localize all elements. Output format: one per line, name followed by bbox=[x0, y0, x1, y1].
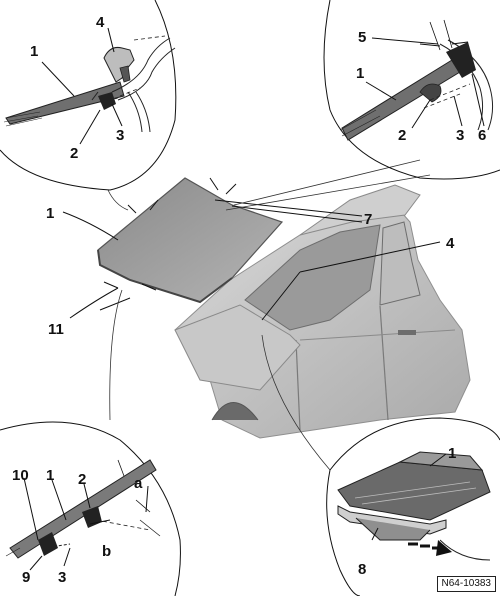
label-tr-2: 2 bbox=[398, 127, 406, 144]
label-main-4: 4 bbox=[446, 235, 455, 252]
label-tl-2: 2 bbox=[70, 145, 78, 162]
label-tr-5: 5 bbox=[358, 29, 366, 46]
detail-top-right bbox=[323, 0, 500, 180]
label-bl-10: 10 bbox=[12, 467, 29, 484]
label-bl-a: a bbox=[134, 475, 143, 492]
label-tr-1: 1 bbox=[356, 65, 364, 82]
label-tl-1: 1 bbox=[30, 43, 38, 60]
label-tl-4: 4 bbox=[96, 14, 105, 31]
label-tr-3: 3 bbox=[456, 127, 464, 144]
leader-lines-main bbox=[62, 177, 441, 321]
label-bl-9: 9 bbox=[22, 569, 30, 586]
label-bl-b: b bbox=[102, 543, 111, 560]
car-body bbox=[174, 184, 471, 439]
label-main-7: 7 bbox=[364, 211, 372, 228]
label-tr-6: 6 bbox=[478, 127, 486, 144]
label-br-8: 8 bbox=[358, 561, 366, 578]
label-bl-1: 1 bbox=[46, 467, 54, 484]
label-bl-2: 2 bbox=[78, 471, 86, 488]
label-main-11: 11 bbox=[48, 321, 64, 338]
detail-bottom-right bbox=[326, 417, 500, 596]
glass-panel bbox=[97, 177, 284, 304]
callout-labels: 1 4 2 3 5 1 2 3 6 1 7 4 11 10 1 2 a b 9 … bbox=[12, 14, 486, 586]
label-br-1: 1 bbox=[448, 445, 456, 462]
label-main-1: 1 bbox=[46, 205, 54, 222]
figure-reference-number: N64-10383 bbox=[436, 576, 496, 592]
label-bl-3: 3 bbox=[58, 569, 66, 586]
detail-top-left bbox=[0, 0, 177, 191]
label-tl-3: 3 bbox=[116, 127, 124, 144]
detail-bottom-left bbox=[0, 421, 181, 596]
